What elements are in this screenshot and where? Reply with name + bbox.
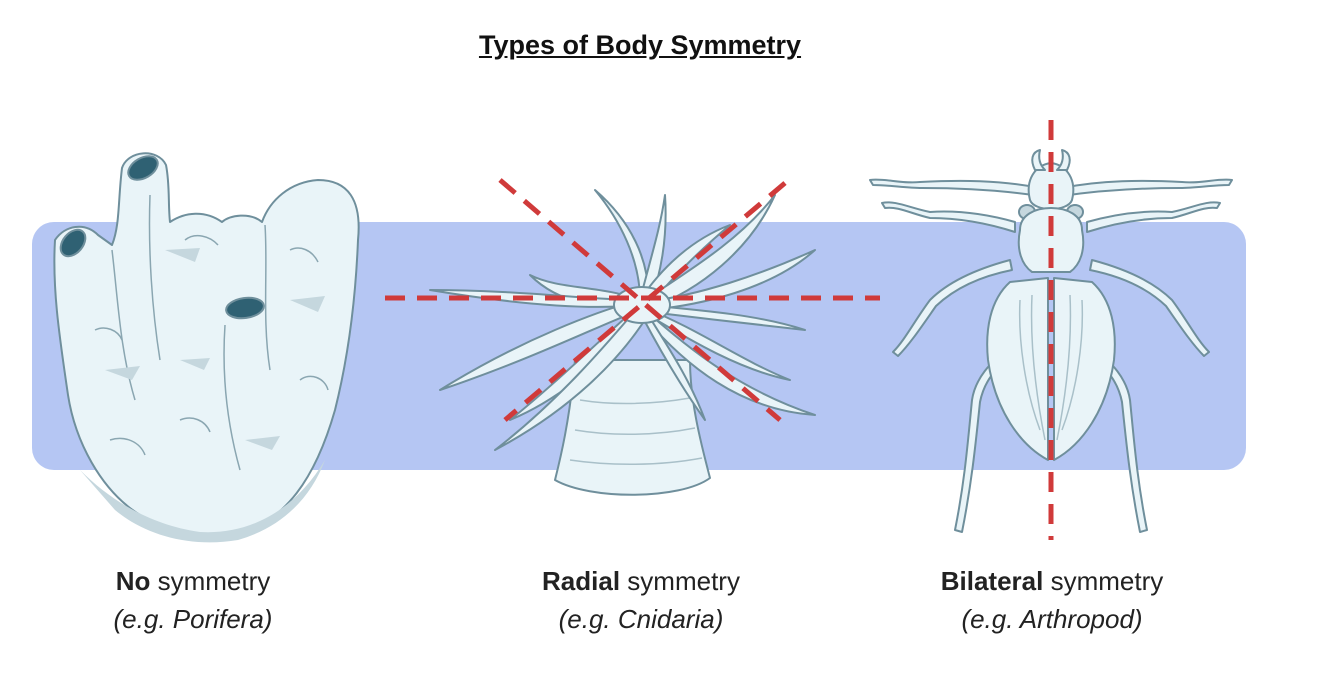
sponge-opening (127, 155, 159, 181)
caption-text: symmetry (620, 566, 740, 596)
caption-bilateral-symmetry: Bilateral symmetry (e.g. Arthropod) (852, 562, 1252, 638)
page-title: Types of Body Symmetry (478, 30, 802, 60)
beetle-illustration (869, 120, 1233, 540)
sponge-opening (59, 228, 87, 258)
caption-no-symmetry: No symmetry (e.g. Porifera) (0, 562, 393, 638)
caption-example: (e.g. Cnidaria) (558, 604, 724, 634)
caption-example: (e.g. Arthropod) (961, 604, 1143, 634)
caption-bold: Bilateral (940, 566, 1044, 596)
caption-radial-symmetry: Radial symmetry (e.g. Cnidaria) (441, 562, 841, 638)
sponge-opening (225, 296, 265, 320)
caption-bold: Radial (542, 566, 621, 596)
radial-symmetry-lines (385, 178, 880, 422)
caption-text: symmetry (1043, 566, 1164, 596)
caption-example: (e.g. Porifera) (113, 604, 273, 634)
caption-text: symmetry (150, 566, 271, 596)
sponge-illustration (53, 152, 360, 543)
sea-anemone-illustration (385, 178, 880, 496)
caption-bold: No (115, 566, 151, 596)
